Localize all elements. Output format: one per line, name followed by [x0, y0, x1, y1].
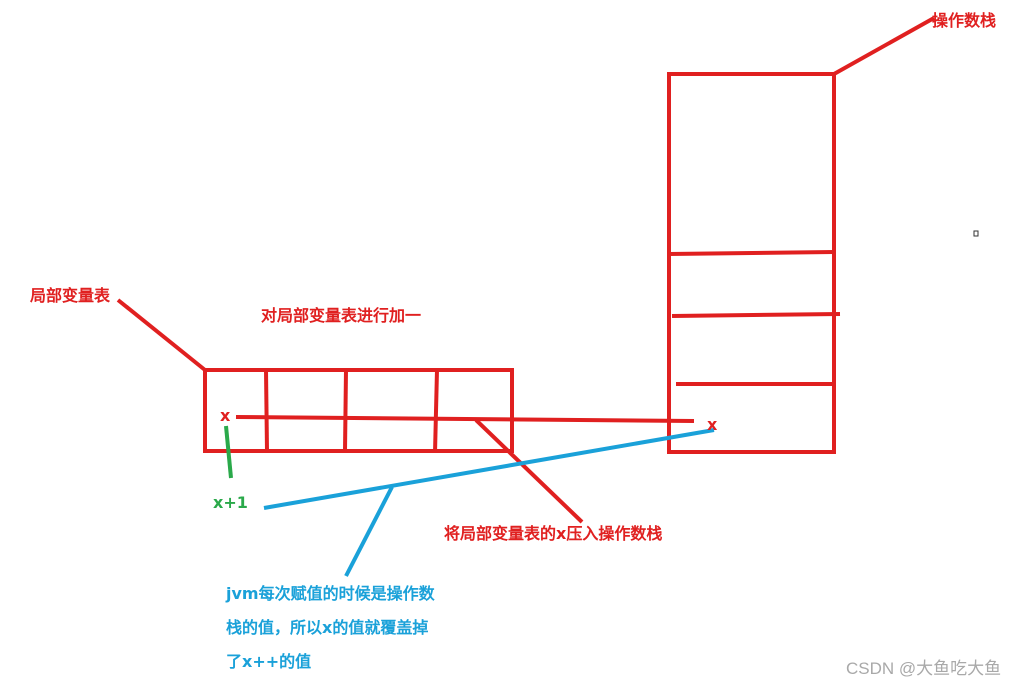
operand-stack-box: [667, 72, 836, 454]
push-x-line: [235, 415, 695, 423]
operand-stack-divider-2: [671, 312, 841, 318]
overwrite-line: [263, 428, 715, 510]
local-variable-table-pointer: [116, 298, 207, 372]
jvm-note-line2: 栈的值，所以x的值就覆盖掉: [226, 618, 429, 637]
push-label-pointer: [474, 418, 584, 524]
x-in-stack-label: x: [707, 415, 718, 434]
watermark: CSDN @大鱼吃大鱼: [846, 659, 1002, 678]
push-to-stack-label: 将局部变量表的x压入操作数栈: [444, 524, 663, 543]
operand-stack-divider-1: [668, 250, 835, 256]
local-variable-table-divider-1: [264, 369, 269, 452]
operand-stack-pointer: [833, 16, 935, 76]
increment-line: [224, 425, 233, 479]
operand-stack-label: 操作数栈: [932, 11, 997, 30]
increment-local-label: 对局部变量表进行加一: [261, 306, 422, 325]
overwrite-note-pointer: [344, 486, 394, 577]
small-marker: [973, 230, 979, 237]
local-variable-table-label: 局部变量表: [30, 286, 111, 305]
jvm-note-line3: 了x++的值: [226, 652, 312, 671]
local-variable-table-divider-2: [343, 369, 348, 452]
local-variable-table-box: [203, 368, 514, 453]
jvm-note-line1: jvm每次赋值的时候是操作数: [226, 584, 435, 603]
x-plus-one-label: x+1: [213, 493, 248, 512]
x-in-table-label: x: [220, 406, 231, 425]
local-variable-table-divider-3: [433, 369, 439, 454]
